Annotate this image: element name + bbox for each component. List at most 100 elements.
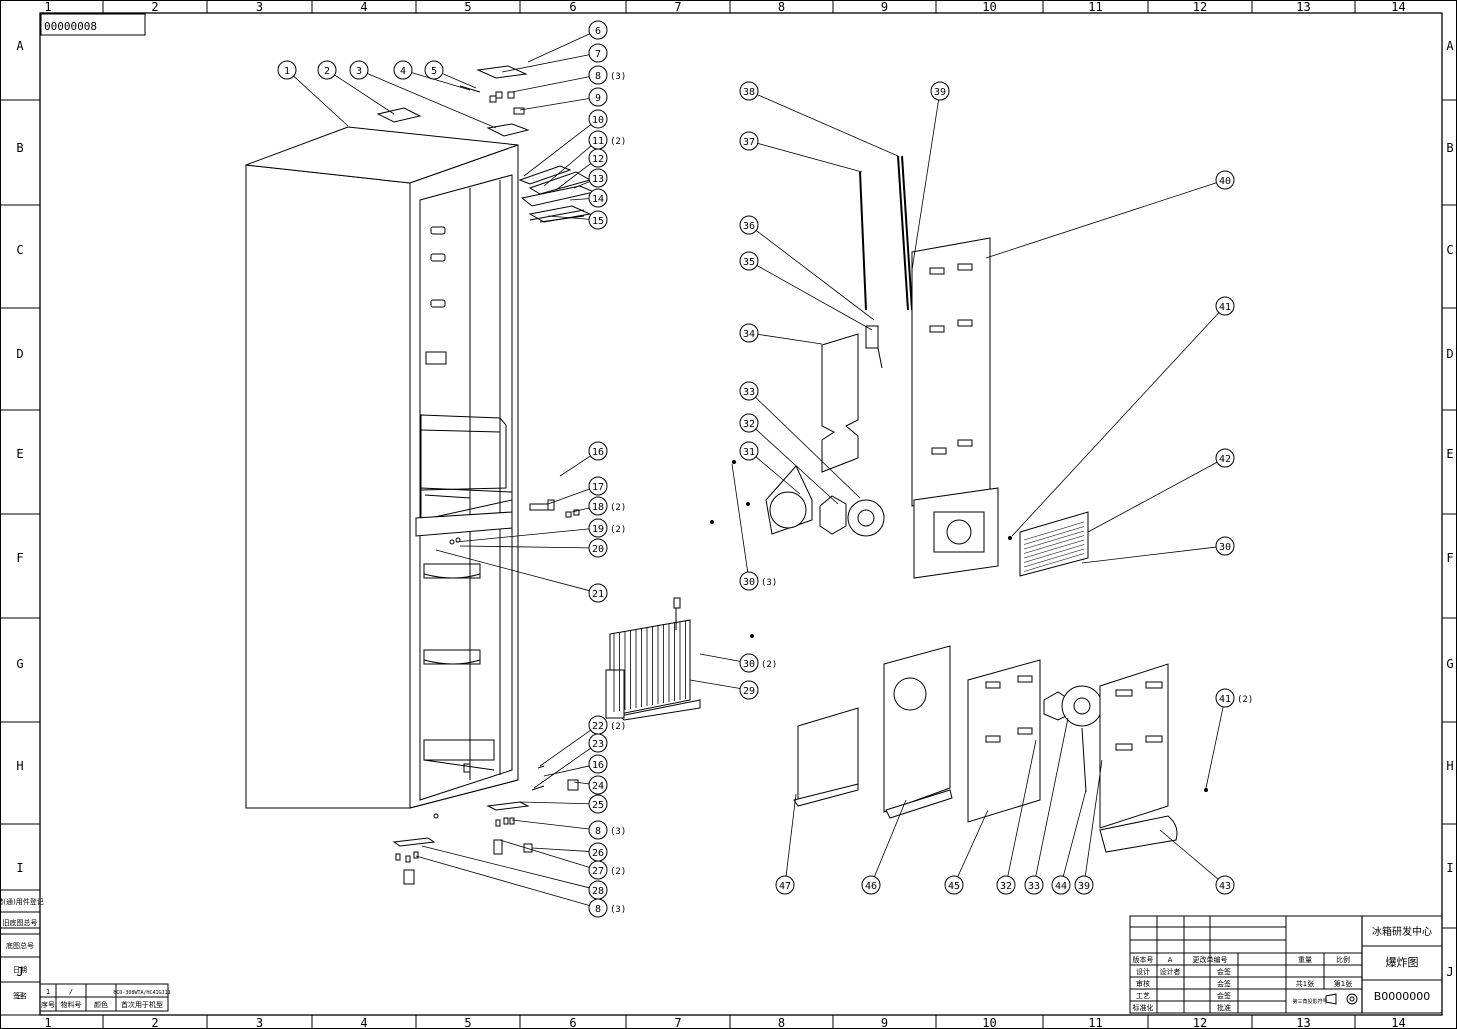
callout-number: 19 — [592, 524, 604, 535]
callout: 36 — [739, 215, 759, 235]
leader-line — [785, 793, 797, 877]
grid-col-label-top: 1 — [44, 0, 51, 14]
callout-circle — [930, 81, 950, 101]
callout: 8(3) — [588, 820, 626, 840]
callout-circle — [739, 441, 759, 461]
callout-circle — [588, 538, 608, 558]
callout: 11(2) — [588, 130, 626, 150]
air-duct-cover — [911, 237, 999, 579]
grid-col-label-top: 2 — [151, 0, 158, 14]
sheets-total: 共1张 — [1296, 979, 1314, 988]
callout-number: 14 — [592, 194, 604, 205]
callout: 44 — [1051, 875, 1071, 895]
leader-line — [1084, 759, 1103, 877]
callout-number: 37 — [743, 137, 755, 148]
callout-circle — [424, 60, 444, 80]
callout: 30(3) — [739, 571, 777, 591]
leader-line — [731, 463, 749, 573]
grid-row-label-right: C — [1446, 243, 1453, 257]
grid-col-label-top: 13 — [1296, 0, 1310, 14]
callout: 16 — [588, 754, 608, 774]
bom-cell: 1 — [46, 988, 50, 996]
drawing-title: 爆炸图 — [1386, 955, 1419, 969]
leader-line — [755, 456, 801, 495]
callout: 30(2) — [739, 653, 777, 673]
bom-header: 物料号 — [61, 1000, 82, 1009]
callout-circle — [588, 733, 608, 753]
leader-line — [559, 455, 591, 477]
leader-line — [757, 142, 863, 173]
grid-col-label-bottom: 4 — [360, 1016, 367, 1029]
callout-circle — [1215, 875, 1235, 895]
callout-circle — [1215, 688, 1235, 708]
callout-quantity: (3) — [761, 578, 777, 588]
callout-number: 33 — [743, 387, 755, 398]
callout-circle — [588, 518, 608, 538]
grid-col-label-bottom: 11 — [1088, 1016, 1102, 1029]
callout-number: 41 — [1219, 302, 1231, 313]
leader-line — [547, 215, 590, 220]
leader-line — [699, 653, 741, 662]
callout-circle — [277, 60, 297, 80]
callout-circle — [861, 875, 881, 895]
callout-circle — [1051, 875, 1071, 895]
leader-line — [985, 182, 1217, 259]
callout-number: 30 — [743, 659, 755, 670]
callout-number: 16 — [592, 760, 604, 771]
sign-label-2: 会签 — [1217, 979, 1231, 988]
callout-number: 26 — [592, 848, 604, 859]
designer-value: 设计者 — [1160, 967, 1181, 976]
callout-number: 39 — [934, 87, 946, 98]
grid-row-label-left: B — [16, 141, 23, 155]
leader-line — [543, 765, 590, 777]
callout-circle — [588, 754, 608, 774]
callout: 30 — [1215, 536, 1235, 556]
callout-number: 36 — [743, 221, 755, 232]
leader-line — [755, 230, 875, 321]
callout: 37 — [739, 131, 759, 151]
callout: 29 — [739, 680, 759, 700]
grid-row-label-right: F — [1446, 551, 1453, 565]
callout-quantity: (2) — [610, 137, 626, 147]
callout-circle — [588, 20, 608, 40]
callout-circle — [1215, 170, 1235, 190]
leader-line — [573, 781, 590, 785]
callout-circle — [588, 898, 608, 918]
sign-label: 会签 — [1217, 967, 1231, 976]
grid-row-label-right: I — [1446, 861, 1453, 875]
air-return-grille — [1019, 511, 1089, 577]
callout-number: 39 — [1078, 881, 1090, 892]
callout-number: 7 — [595, 49, 601, 60]
drawing-id: 00000008 — [44, 20, 97, 33]
callout: 27(2) — [588, 860, 626, 880]
callout-number: 8 — [595, 71, 601, 82]
leader-line — [421, 845, 590, 889]
grid-col-label-top: 14 — [1391, 0, 1405, 14]
callout-number: 28 — [592, 886, 604, 897]
leader-line — [459, 545, 590, 549]
leader-line — [519, 98, 590, 111]
grid-col-label-top: 11 — [1088, 0, 1102, 14]
leader-line — [757, 333, 823, 345]
callout: 47 — [775, 875, 795, 895]
callout-number: 10 — [592, 115, 604, 126]
version-value: A — [1168, 956, 1173, 964]
version-label: 版本号 — [1133, 955, 1154, 964]
leader-line — [435, 549, 590, 592]
callout-circle — [588, 496, 608, 516]
bom-cell: / — [69, 988, 73, 996]
bom-left-label: 日 — [17, 992, 24, 1000]
leader-line — [547, 488, 590, 505]
lower-hinge-parts — [392, 499, 580, 885]
callout-number: 3 — [356, 66, 362, 77]
callout-number: 27 — [592, 866, 604, 877]
callout-number: 8 — [595, 826, 601, 837]
grid-row-label-right: B — [1446, 141, 1453, 155]
side-stamp-label: 签名 — [13, 991, 27, 1000]
change-label: 更改单编号 — [1193, 955, 1228, 964]
callout: 15 — [588, 210, 608, 230]
callout-quantity: (2) — [610, 503, 626, 513]
leader-line — [519, 801, 590, 805]
